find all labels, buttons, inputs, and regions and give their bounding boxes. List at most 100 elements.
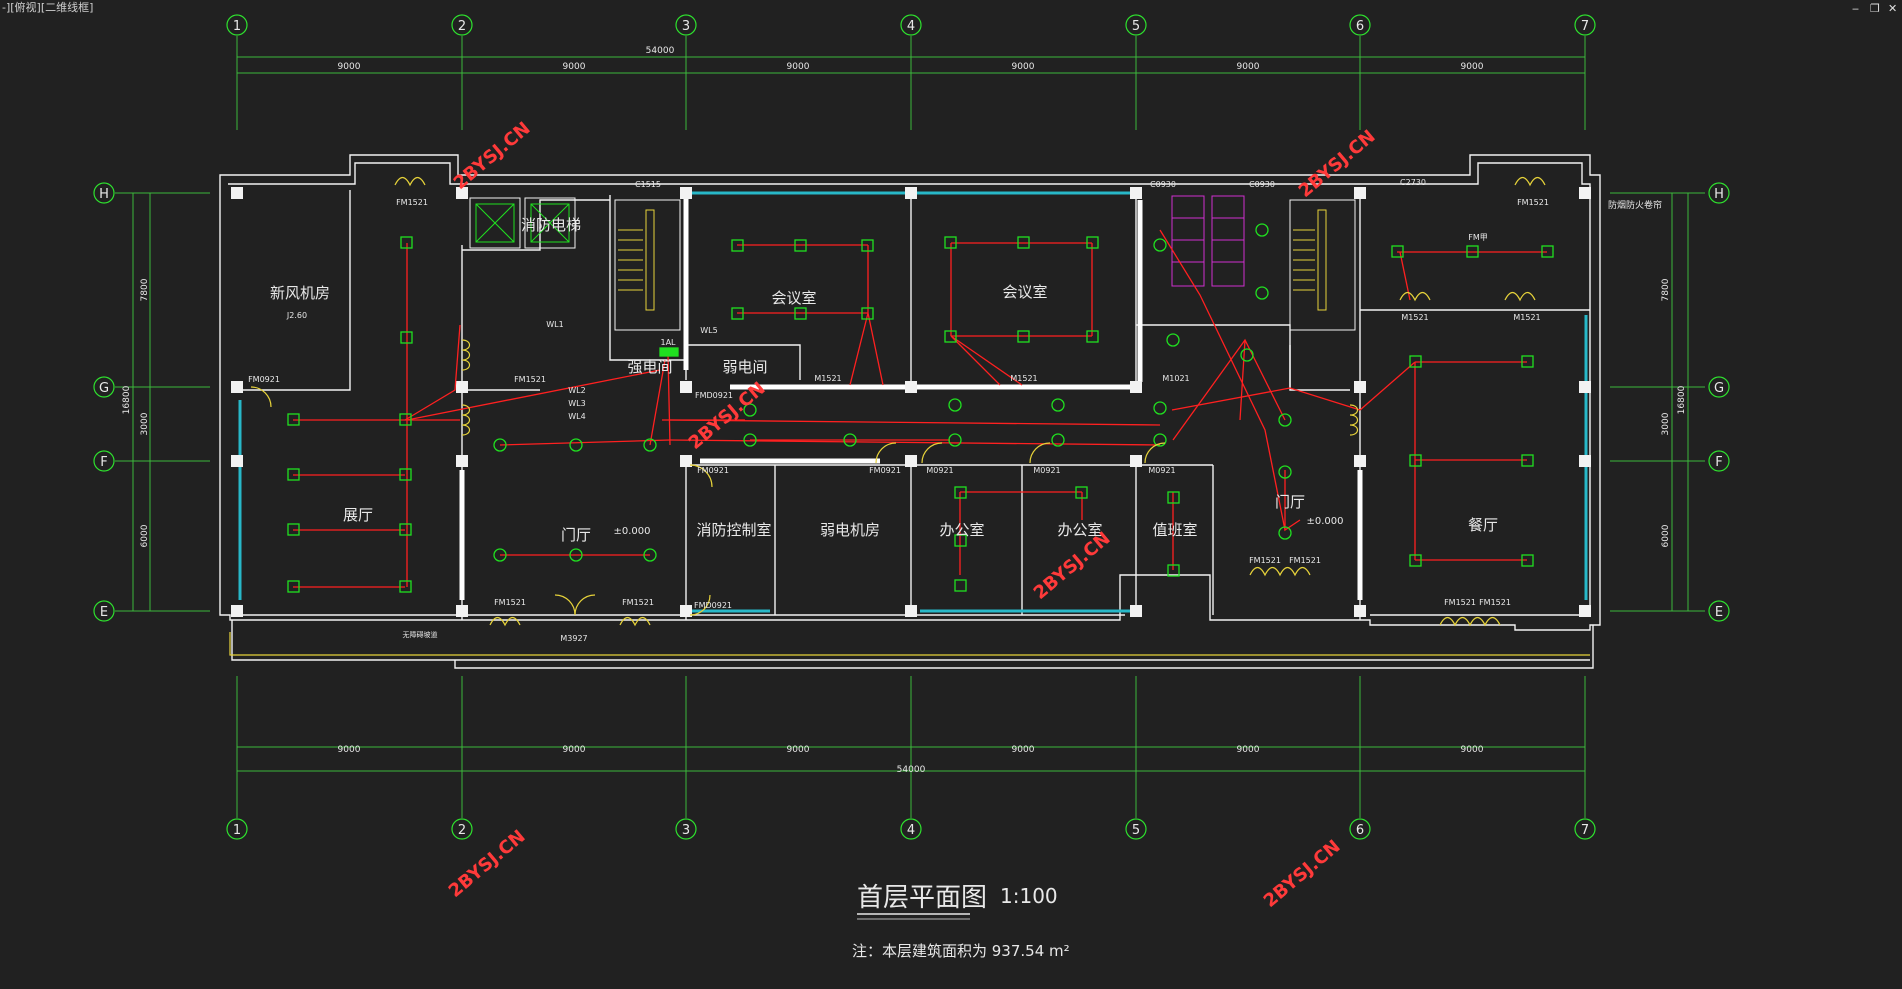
dimension-span: 9000 — [1237, 62, 1260, 72]
room-label-lobby: 门厅 — [1275, 493, 1305, 511]
wire-tag: WL4 — [568, 412, 585, 421]
watermark: 2BYSJ.CN — [1030, 528, 1115, 604]
door-tag: M1521 — [1401, 313, 1428, 322]
dimension-total: 54000 — [897, 765, 926, 775]
grid-label-row: H — [1714, 187, 1724, 202]
room-label-weak-electric: 弱电间 — [722, 358, 767, 376]
door-tag: M3927 — [560, 634, 587, 643]
grid-label-row: E — [1715, 605, 1723, 620]
door-tag: FM0921 — [697, 466, 729, 475]
close-icon[interactable]: ✕ — [1888, 2, 1898, 15]
window-tag: C1515 — [635, 180, 661, 189]
grid-label-row: H — [99, 187, 109, 202]
watermark: 2BYSJ.CN — [1295, 126, 1380, 202]
toilet-stalls — [1171, 195, 1245, 287]
grid-label-col: 3 — [682, 823, 690, 838]
elevation-label: J2.60 — [286, 311, 307, 320]
door-tag: FM1521 — [622, 598, 654, 607]
area-note: 注：本层建筑面积为 937.54 m² — [852, 942, 1070, 960]
grid-label-col: 2 — [458, 19, 466, 34]
grid-label-col: 1 — [233, 823, 241, 838]
grid-label-col: 1 — [233, 19, 241, 34]
stairs — [614, 199, 1356, 331]
dimension-span: 9000 — [1012, 745, 1035, 755]
grid-label-col: 3 — [682, 19, 690, 34]
electrical-wiring — [293, 229, 1547, 588]
dimension-span: 9000 — [1461, 62, 1484, 72]
structural-columns — [231, 187, 1591, 617]
wire-tag: WL1 — [546, 320, 563, 329]
windows — [238, 191, 1588, 613]
axis-lines — [115, 36, 1705, 818]
grid-label-col: 6 — [1356, 823, 1364, 838]
door-tag: FM0921 — [248, 375, 280, 384]
grid-label-col: 7 — [1581, 823, 1589, 838]
door-tag: FM1521 — [514, 375, 546, 384]
grid-label-col: 6 — [1356, 19, 1364, 34]
dimension-left: 6000 — [140, 524, 150, 547]
grid-label-row: G — [1714, 381, 1724, 396]
fire-shutter-label: 防烟防火卷帘 — [1608, 199, 1662, 211]
building-walls — [219, 154, 1601, 669]
restore-icon[interactable]: ❐ — [1870, 2, 1880, 15]
door-tag: FM1521 — [1444, 598, 1476, 607]
dimension-right: 7800 — [1661, 278, 1671, 301]
door-tag: FM1521 — [396, 198, 428, 207]
window-tag: C0930 — [1249, 180, 1275, 189]
room-label-weak-machine: 弱电机房 — [820, 521, 880, 539]
window-tag: C0930 — [1150, 180, 1176, 189]
dimension-right: 6000 — [1661, 524, 1671, 547]
room-label-fire-control: 消防控制室 — [696, 521, 771, 539]
dimension-right: 3000 — [1661, 412, 1671, 435]
room-label-office: 办公室 — [939, 521, 984, 539]
elevation-label: ±0.000 — [613, 526, 650, 537]
grid-label-col: 5 — [1132, 19, 1140, 34]
dimension-overall: 16800 — [1677, 385, 1687, 414]
dimension-span: 9000 — [1237, 745, 1260, 755]
grid-bubbles-top — [93, 14, 1730, 840]
drawing-title: 首层平面图 — [857, 883, 987, 913]
grid-label-row: E — [100, 605, 108, 620]
room-label-strong-electric: 强电间 — [627, 358, 672, 376]
door-tag: FMD0921 — [694, 601, 732, 610]
window-tag: C2730 — [1400, 178, 1426, 187]
room-label-fresh-air: 新风机房 — [270, 284, 330, 302]
elevation-label: ±0.000 — [1306, 516, 1343, 527]
dimension-left: 7800 — [140, 278, 150, 301]
dimension-overall: 16800 — [122, 385, 132, 414]
dimension-left: 3000 — [140, 412, 150, 435]
door-tag: FM甲 — [1468, 233, 1488, 242]
wire-tag: WL3 — [568, 399, 585, 408]
room-label-lobby: 门厅 — [561, 526, 591, 544]
ramp-label: 无障碍坡道 — [403, 630, 438, 639]
dimension-span: 9000 — [1461, 745, 1484, 755]
grid-label-col: 5 — [1132, 823, 1140, 838]
door-tag: M1521 — [1513, 313, 1540, 322]
room-label-office: 办公室 — [1057, 521, 1102, 539]
watermark: 2BYSJ.CN — [685, 378, 770, 454]
dimension-span: 9000 — [563, 745, 586, 755]
grid-label-col: 4 — [907, 19, 915, 34]
grid-label-col: 4 — [907, 823, 915, 838]
door-tag: FM1521 — [1249, 556, 1281, 565]
drawing-scale: 1:100 — [1000, 884, 1058, 908]
viewport-label[interactable]: -][俯视][二维线框] — [2, 1, 94, 14]
minimize-icon[interactable]: ‒ — [1852, 2, 1859, 15]
grid-label-row: F — [100, 455, 107, 470]
room-label-meeting: 会议室 — [1002, 283, 1047, 301]
room-label-exhibition: 展厅 — [343, 506, 373, 524]
light-fixtures — [287, 223, 1554, 593]
doors — [229, 176, 1590, 656]
door-tag: M1521 — [814, 374, 841, 383]
grid-label-row: F — [1715, 455, 1722, 470]
dimension-span: 9000 — [787, 62, 810, 72]
wire-tag: WL5 — [700, 326, 717, 335]
watermark: 2BYSJ.CN — [1260, 836, 1345, 912]
room-label-dining: 餐厅 — [1468, 516, 1498, 534]
grid-label-col: 2 — [458, 823, 466, 838]
room-label-fire-elevator: 消防电梯 — [521, 216, 581, 234]
dimension-span: 9000 — [1012, 62, 1035, 72]
room-label-meeting: 会议室 — [771, 289, 816, 307]
title-bar: -][俯视][二维线框] ‒ ❐ ✕ — [0, 0, 1902, 18]
